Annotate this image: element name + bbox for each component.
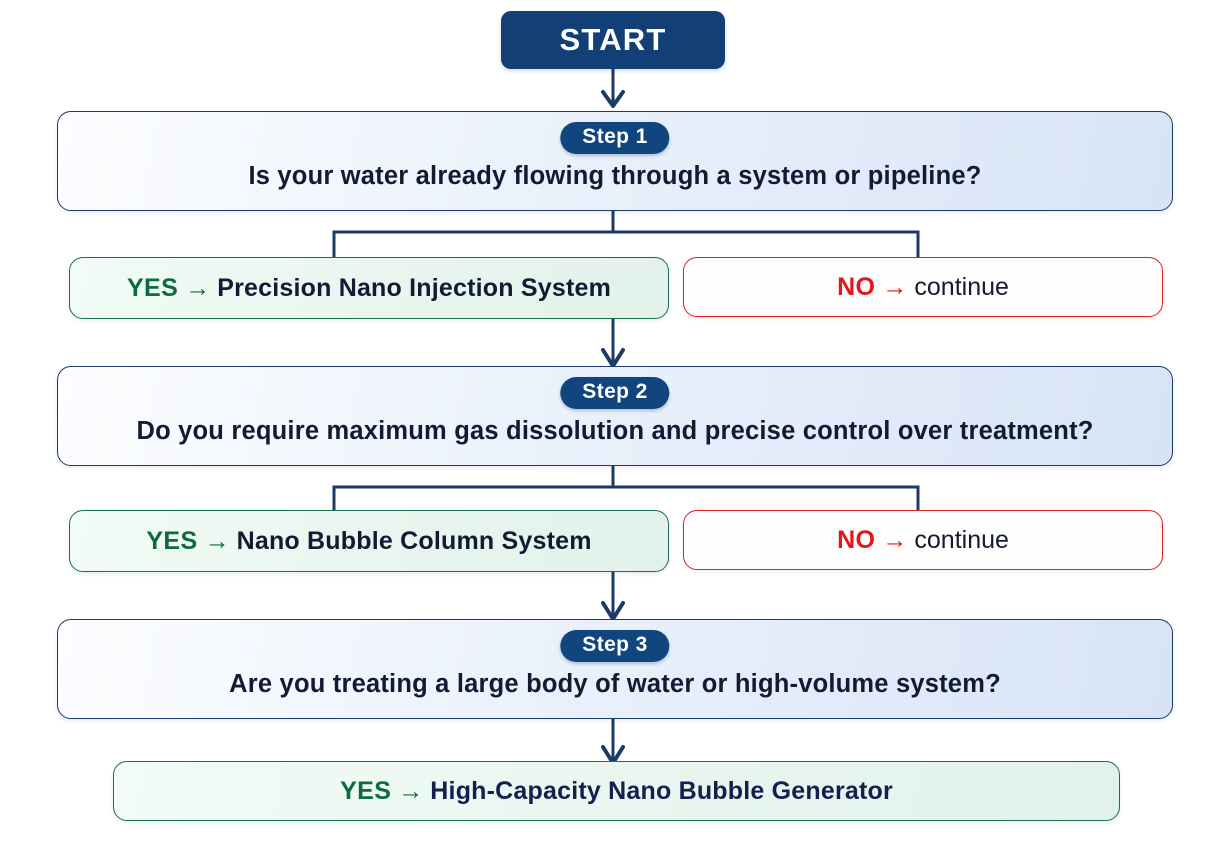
step-3-yes-box[interactable]: YES→High-Capacity Nano Bubble Generator	[113, 761, 1120, 821]
step-2-no-line: NO→continue	[837, 526, 1009, 555]
step-1-yes-line: YES→Precision Nano Injection System	[127, 274, 611, 303]
step-2-box[interactable]: Step 2 Do you require maximum gas dissol…	[57, 366, 1173, 466]
step-3-question: Are you treating a large body of water o…	[229, 670, 1001, 698]
right-arrow-icon: →	[882, 525, 908, 554]
step-1-no-box[interactable]: NO→continue	[683, 257, 1163, 317]
step-3-yes-line: YES→High-Capacity Nano Bubble Generator	[340, 777, 893, 806]
step-3-yes-keyword: YES	[340, 776, 392, 805]
step-3-badge: Step 3	[560, 630, 670, 663]
right-arrow-icon: →	[882, 272, 908, 301]
arrowhead-yes2-to-step3	[601, 601, 625, 621]
right-arrow-icon: →	[185, 273, 211, 302]
step-2-badge: Step 2	[560, 377, 670, 410]
step-1-question: Is your water already flowing through a …	[248, 162, 982, 190]
step-3-box[interactable]: Step 3 Are you treating a large body of …	[57, 619, 1173, 719]
step-2-no-result: continue	[914, 525, 1009, 554]
right-arrow-icon: →	[204, 526, 230, 555]
step-2-yes-keyword: YES	[146, 526, 198, 555]
step-1-box[interactable]: Step 1 Is your water already flowing thr…	[57, 111, 1173, 211]
step-3-badge-label: Step 3	[582, 633, 648, 656]
right-arrow-icon: →	[398, 776, 424, 805]
step-1-no-line: NO→continue	[837, 273, 1009, 302]
start-label: START	[559, 22, 667, 57]
step-1-no-keyword: NO	[837, 272, 876, 301]
step-2-yes-result: Nano Bubble Column System	[236, 526, 592, 555]
arrowhead-start-to-step1	[601, 90, 625, 108]
step-2-yes-line: YES→Nano Bubble Column System	[146, 527, 591, 556]
arrowhead-yes1-to-step2	[601, 348, 625, 368]
step-2-badge-label: Step 2	[582, 380, 648, 403]
step-1-yes-result: Precision Nano Injection System	[217, 273, 612, 302]
start-node[interactable]: START	[501, 11, 725, 69]
step-1-badge-label: Step 1	[582, 125, 648, 148]
step-1-no-result: continue	[914, 272, 1009, 301]
step-2-no-box[interactable]: NO→continue	[683, 510, 1163, 570]
step-2-question: Do you require maximum gas dissolution a…	[136, 417, 1094, 445]
step-2-no-keyword: NO	[837, 525, 876, 554]
step-1-yes-keyword: YES	[126, 273, 179, 302]
step-3-yes-result: High-Capacity Nano Bubble Generator	[430, 776, 893, 805]
step-1-badge: Step 1	[560, 122, 670, 155]
step-1-yes-box[interactable]: YES→Precision Nano Injection System	[69, 257, 669, 319]
step-2-yes-box[interactable]: YES→Nano Bubble Column System	[69, 510, 669, 572]
